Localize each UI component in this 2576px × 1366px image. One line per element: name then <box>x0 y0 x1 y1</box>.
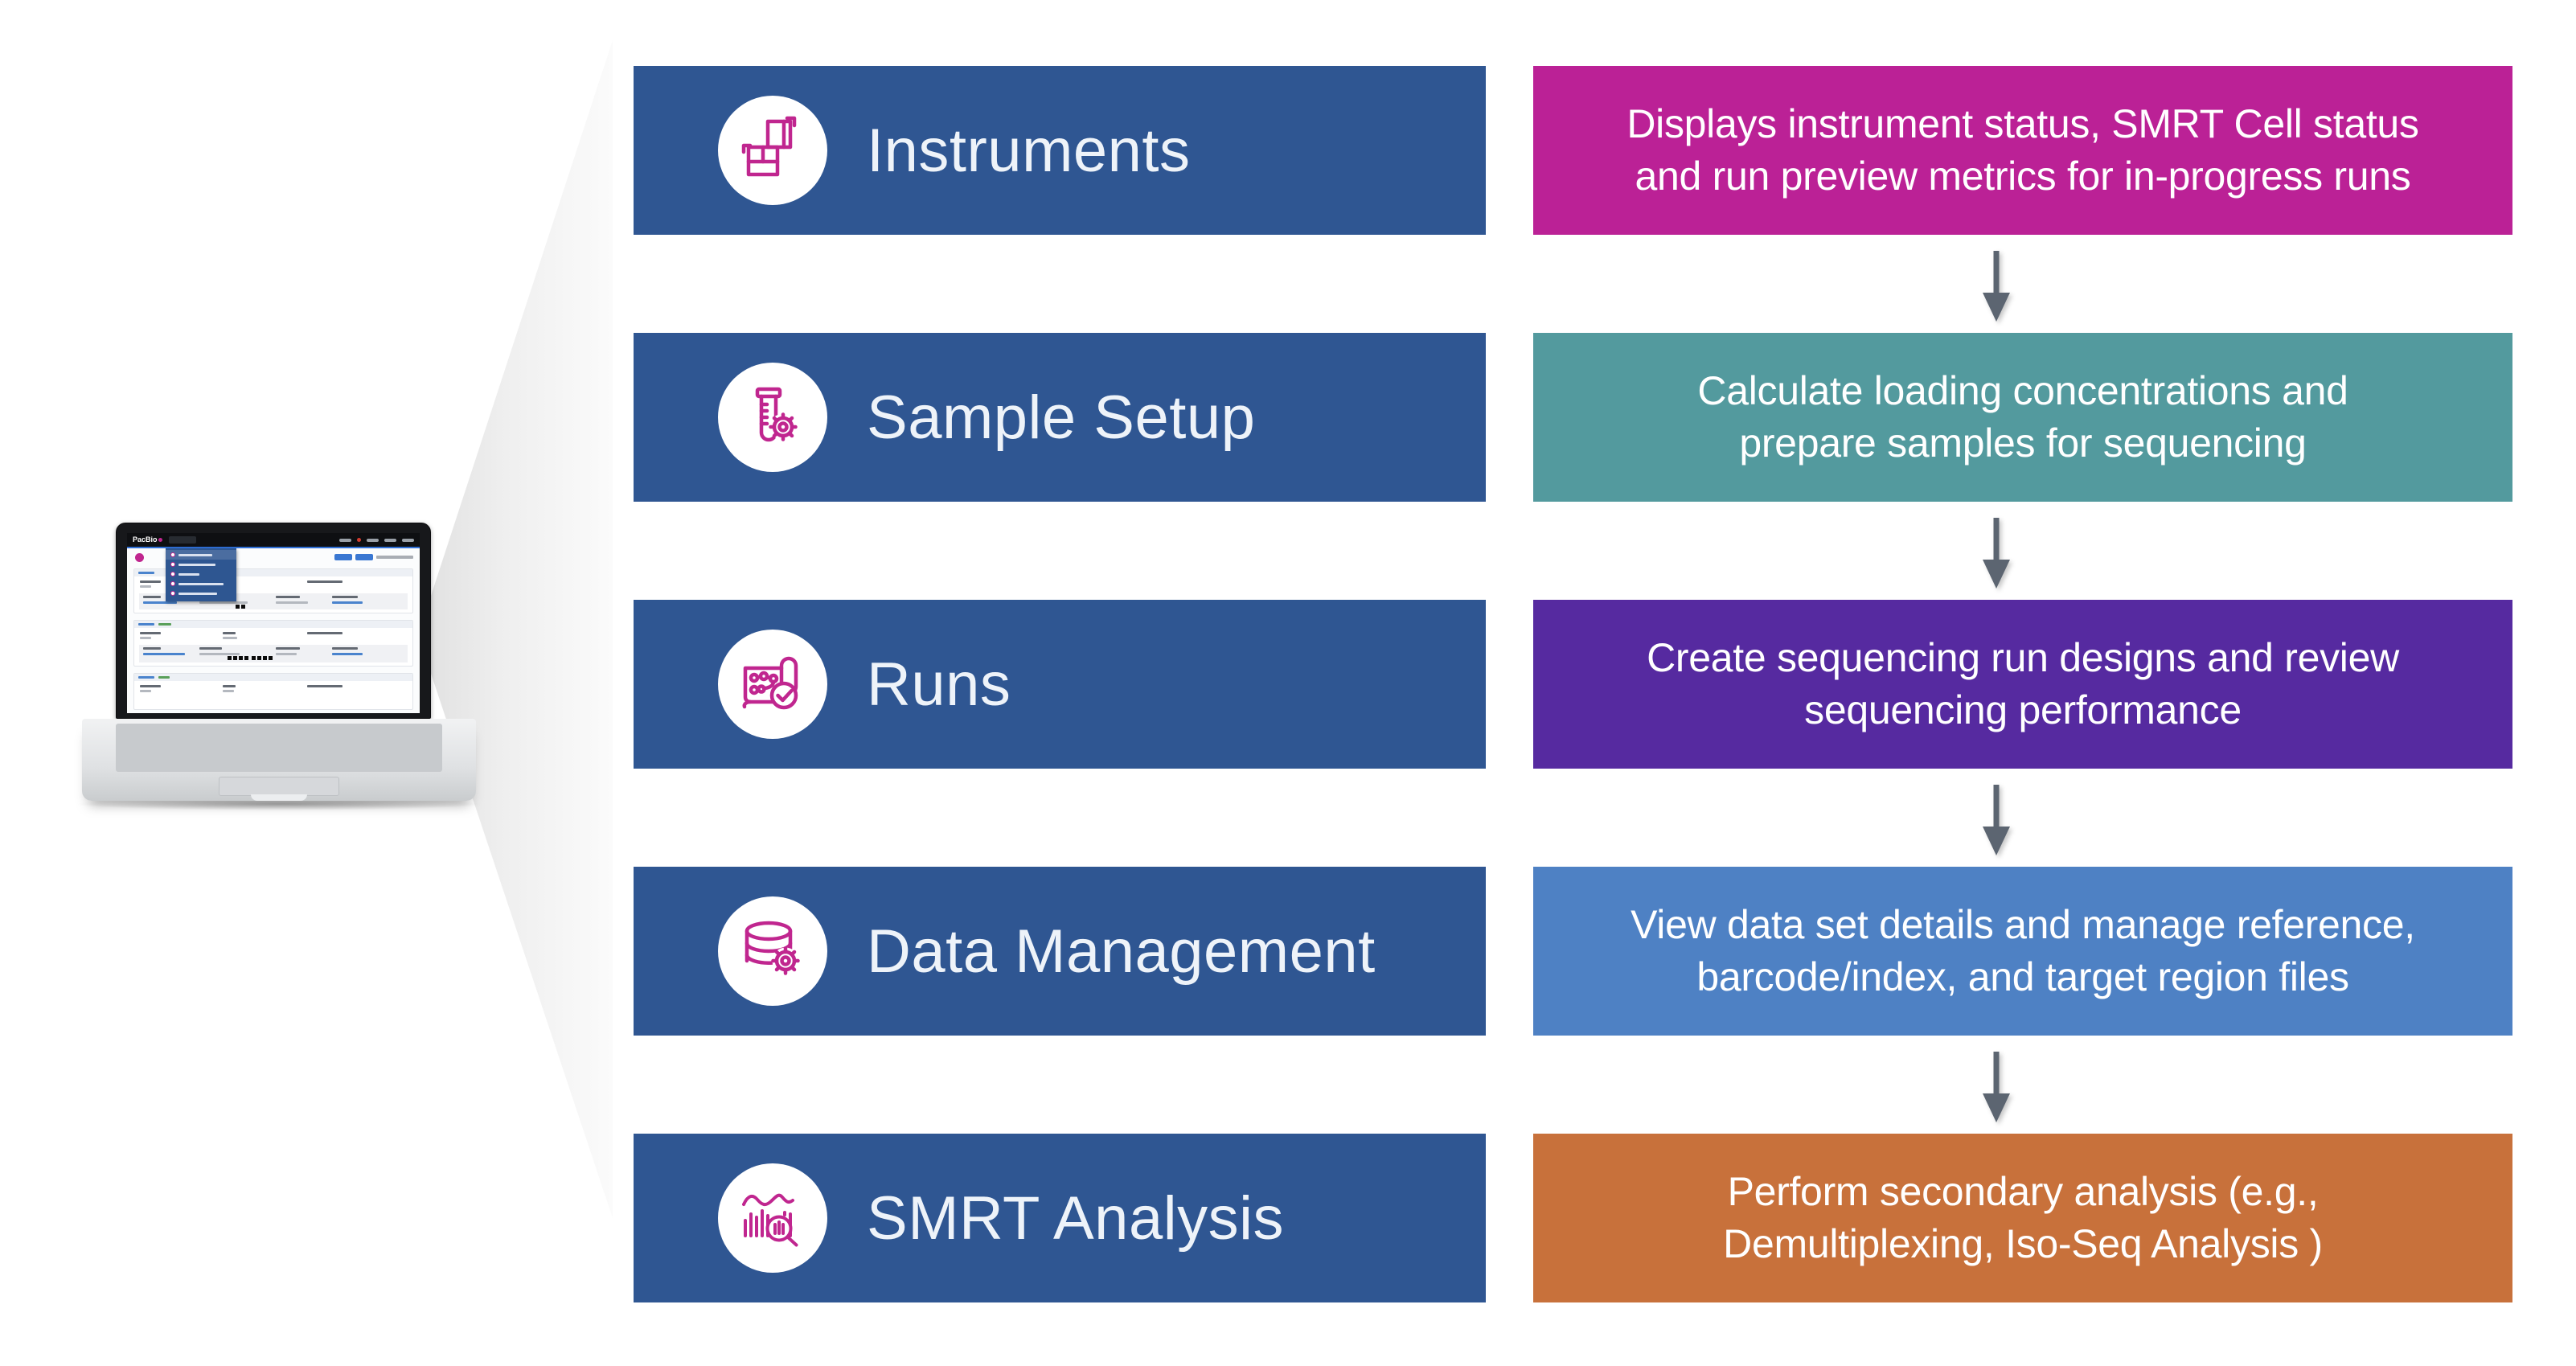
mini-instrument-card <box>133 673 413 710</box>
mini-dropdown-item <box>166 560 236 569</box>
mini-user-link <box>402 538 414 542</box>
mini-runs-table <box>139 645 408 662</box>
mini-item-icon <box>170 591 175 596</box>
mini-item-icon <box>170 572 175 576</box>
mini-toolbar <box>334 554 413 560</box>
instruments-icon <box>741 116 797 177</box>
mini-navbar: PacBio <box>127 533 420 547</box>
mini-smrt-cell-squares <box>228 656 248 660</box>
mini-item-icon <box>170 581 175 586</box>
mini-nav-underline <box>127 547 420 548</box>
module-label: SMRT Analysis <box>867 1183 1284 1253</box>
laptop-lid-notch <box>251 794 307 801</box>
down-arrow <box>1979 1048 2014 1126</box>
mini-notifications-link <box>339 538 351 542</box>
laptop-keyboard <box>116 724 442 772</box>
mini-help-link <box>384 538 396 542</box>
desc-box-instruments: Displays instrument status, SMRT Cell st… <box>1533 66 2512 235</box>
desc-box-sample-setup: Calculate loading concentrations and pre… <box>1533 333 2512 502</box>
mini-dropdown-item <box>166 569 236 579</box>
mini-smrt-cell-squares <box>252 656 273 660</box>
mini-last-update-text <box>376 556 413 559</box>
down-arrow <box>1979 248 2014 325</box>
mini-card-header <box>134 569 412 576</box>
sample-setup-icon <box>755 387 798 442</box>
pacbio-logo-dot <box>158 538 162 542</box>
data-management-icon <box>744 921 800 975</box>
mini-dropdown-item <box>166 589 236 598</box>
module-label: Sample Setup <box>867 383 1256 452</box>
laptop-trackpad <box>219 777 339 796</box>
mini-dropdown-item <box>166 579 236 589</box>
laptop-display: PacBio <box>127 533 420 713</box>
desc-box-smrt-analysis: Perform secondary analysis (e.g., Demult… <box>1533 1134 2512 1302</box>
smrt-analysis-icon <box>742 1193 798 1247</box>
laptop-image: PacBio <box>74 521 484 814</box>
mini-dropdown-menu <box>166 548 236 601</box>
mini-notification-badge <box>357 538 361 542</box>
desc-box-runs: Create sequencing run designs and review… <box>1533 600 2512 769</box>
mini-avatar <box>135 553 144 562</box>
mini-settings-link <box>367 538 379 542</box>
module-box-data-management: Data Management <box>634 867 1486 1036</box>
module-label: Runs <box>867 650 1011 719</box>
mini-item-icon <box>170 552 175 557</box>
mini-item-icon <box>170 562 175 567</box>
module-label: Data Management <box>867 917 1376 986</box>
mini-card-header <box>134 674 412 681</box>
module-box-sample-setup: Sample Setup <box>634 333 1486 502</box>
module-box-runs: Runs <box>634 600 1486 769</box>
mini-expand-all-button <box>334 554 352 560</box>
laptop-screen: PacBio <box>116 523 431 719</box>
laptop-base <box>82 719 476 801</box>
mini-nav-links <box>339 538 414 542</box>
mini-module-menu-button <box>168 536 196 544</box>
down-arrow <box>1979 781 2014 859</box>
module-label: Instruments <box>867 116 1191 185</box>
module-box-instruments: Instruments <box>634 66 1486 235</box>
runs-icon <box>742 656 798 710</box>
mini-card-header <box>134 621 412 628</box>
mini-instrument-card <box>133 620 413 667</box>
mini-collapse-all-button <box>355 554 373 560</box>
mini-smrt-cell-squares <box>236 605 245 609</box>
module-box-smrt-analysis: SMRT Analysis <box>634 1134 1486 1302</box>
pacbio-logo: PacBio <box>133 535 158 544</box>
mini-dropdown-item <box>166 550 236 560</box>
laptop-shadow <box>74 798 484 810</box>
desc-box-data-management: View data set details and manage referen… <box>1533 867 2512 1036</box>
down-arrow <box>1979 515 2014 592</box>
